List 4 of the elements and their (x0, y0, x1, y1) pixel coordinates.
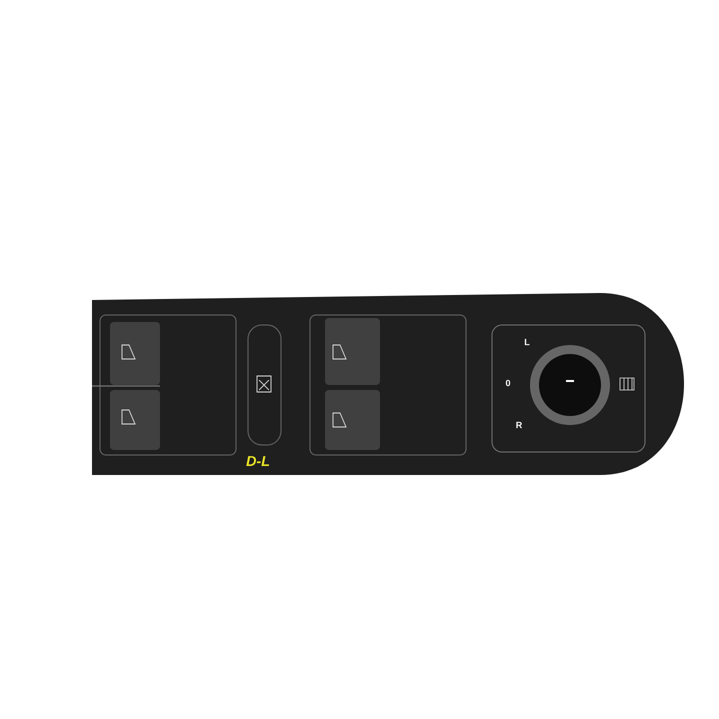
switch-label: 0 (506, 380, 510, 386)
handwritten-note: D-L (246, 456, 270, 466)
switch-label: R (516, 422, 522, 428)
switch-label: L (524, 338, 530, 346)
